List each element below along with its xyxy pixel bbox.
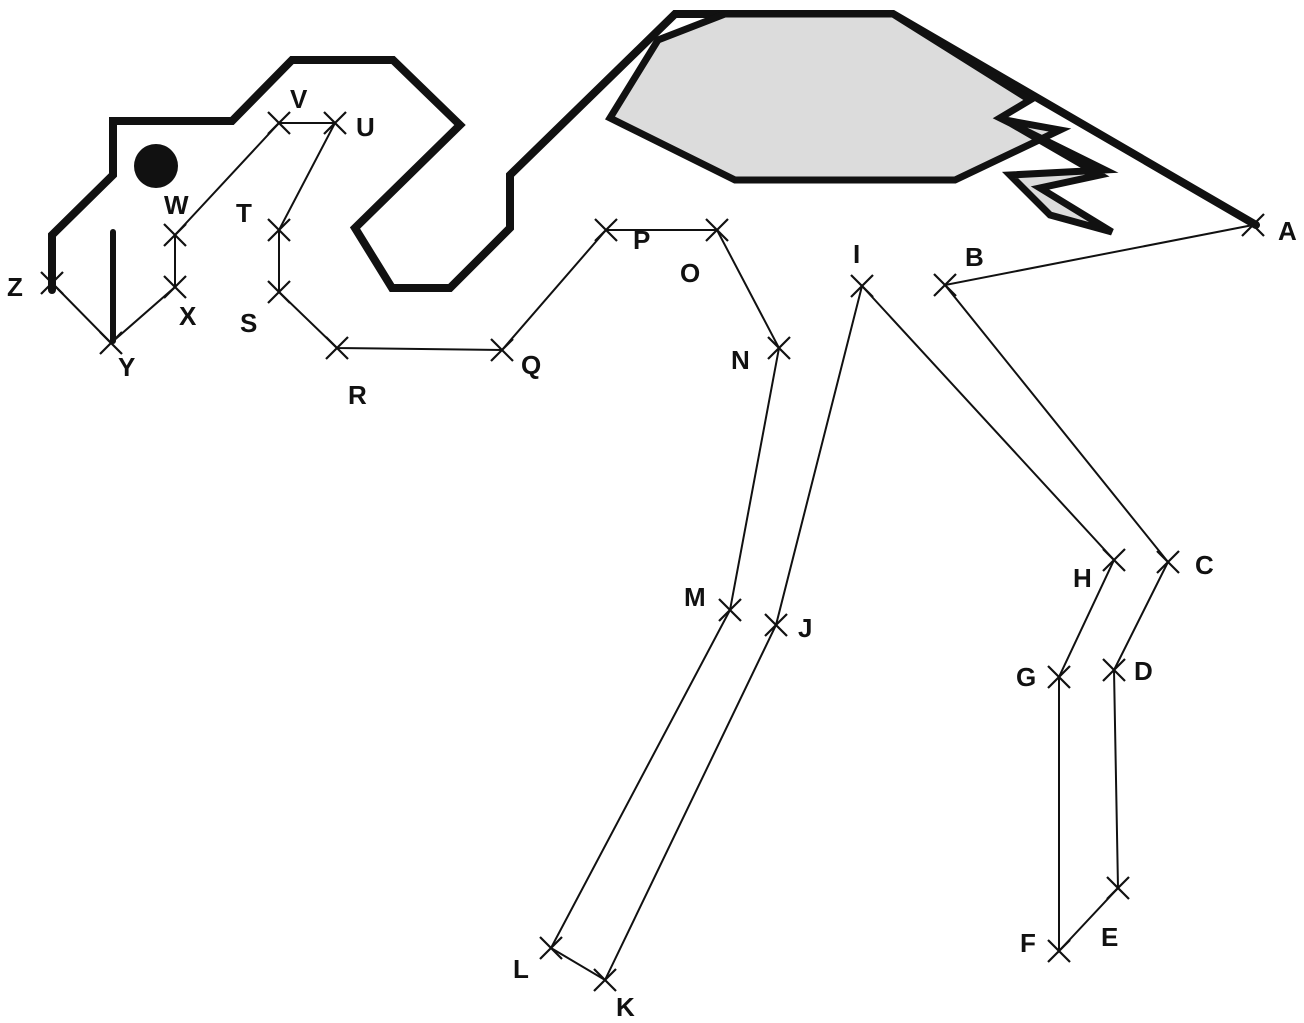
wing-shape — [605, 10, 1119, 236]
point-label-y: Y — [118, 352, 135, 382]
head-neck-outline — [48, 10, 734, 294]
point-marker-d — [1102, 658, 1126, 682]
point-label-b: B — [965, 242, 984, 272]
point-label-h: H — [1073, 563, 1092, 593]
point-marker-n — [767, 336, 791, 360]
point-label-q: Q — [521, 350, 541, 380]
point-label-l: L — [513, 954, 529, 984]
point-label-z: Z — [7, 272, 23, 302]
point-label-e: E — [1101, 922, 1118, 952]
point-label-g: G — [1016, 662, 1036, 692]
point-label-w: W — [164, 190, 189, 220]
point-label-u: U — [356, 112, 375, 142]
point-label-n: N — [731, 345, 750, 375]
point-marker-h — [1102, 548, 1126, 572]
point-marker-i — [850, 274, 874, 298]
point-label-o: O — [680, 258, 700, 288]
point-marker-v — [267, 111, 291, 135]
point-label-j: J — [798, 613, 812, 643]
connect-the-dots-path — [51, 122, 1254, 982]
point-marker-q — [490, 338, 514, 362]
point-label-c: C — [1195, 550, 1214, 580]
point-marker-j — [764, 613, 788, 637]
point-marker-x — [163, 275, 187, 299]
point-marker-z — [40, 271, 64, 295]
point-label-f: F — [1020, 928, 1036, 958]
point-label-s: S — [240, 308, 257, 338]
point-marker-f — [1047, 939, 1071, 963]
point-label-t: T — [236, 198, 252, 228]
point-marker-r — [325, 336, 349, 360]
point-markers — [40, 111, 1265, 992]
point-marker-p — [594, 218, 618, 242]
point-label-x: X — [179, 301, 197, 331]
point-label-d: D — [1134, 656, 1153, 686]
point-marker-b — [933, 273, 957, 297]
point-label-m: M — [684, 582, 706, 612]
point-marker-l — [539, 936, 563, 960]
point-label-i: I — [853, 239, 860, 269]
point-label-a: A — [1278, 216, 1297, 246]
point-label-v: V — [290, 84, 308, 114]
point-label-k: K — [616, 992, 635, 1018]
point-label-p: P — [633, 225, 650, 255]
point-label-r: R — [348, 380, 367, 410]
point-marker-s — [267, 280, 291, 304]
point-marker-u — [323, 111, 347, 135]
point-marker-a — [1241, 213, 1265, 237]
point-marker-c — [1156, 550, 1180, 574]
point-marker-k — [593, 968, 617, 992]
eye — [134, 144, 178, 188]
point-marker-t — [267, 218, 291, 242]
point-marker-w — [163, 223, 187, 247]
point-marker-o — [705, 218, 729, 242]
point-marker-m — [718, 598, 742, 622]
point-marker-e — [1106, 876, 1130, 900]
point-marker-g — [1047, 665, 1071, 689]
point-marker-y — [99, 331, 123, 355]
